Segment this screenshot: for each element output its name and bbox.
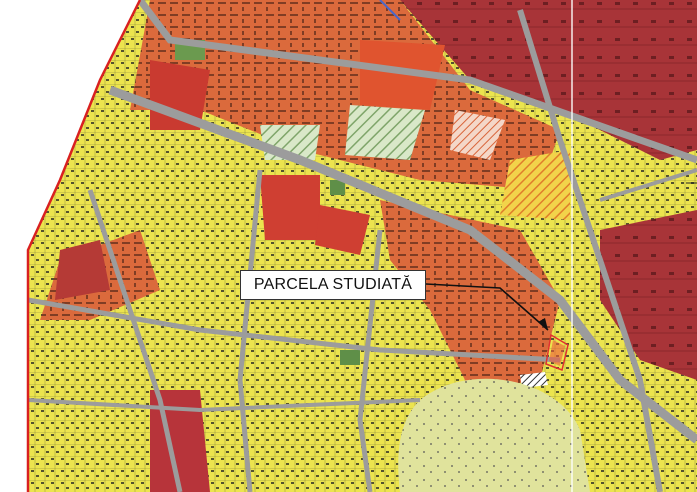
central-zone-north — [400, 0, 697, 160]
road-network — [28, 0, 697, 492]
north-road — [137, 0, 697, 164]
public-zone-a — [360, 40, 445, 110]
hatched-zone-b — [450, 110, 505, 160]
hatched-zone-a — [345, 105, 425, 160]
studied-parcel-fill — [549, 340, 565, 366]
central-block-c — [315, 205, 370, 255]
hatched-zone-c — [500, 150, 570, 220]
residential-collective-zone-east — [380, 200, 560, 390]
cross-road-f — [28, 398, 421, 413]
central-block-d — [55, 240, 110, 300]
parcel-annotation-text: PARCELA STUDIATĂ — [253, 276, 413, 293]
cross-road-e — [517, 9, 663, 492]
blue-line — [379, 0, 401, 21]
green-space-c — [340, 350, 360, 365]
park-zone — [398, 378, 590, 492]
cross-road-a — [28, 297, 561, 363]
studied-parcel-outline — [545, 333, 569, 372]
hatched-zone-e — [520, 372, 548, 388]
parcel-annotation-label: PARCELA STUDIATĂ — [240, 270, 426, 300]
green-space-b — [330, 180, 345, 195]
central-block-b — [260, 175, 320, 240]
leader-line — [425, 283, 549, 331]
city-boundary-west — [26, 0, 142, 492]
cross-road-b — [87, 189, 183, 492]
leader-arrowhead — [538, 318, 548, 330]
cross-road-g — [599, 168, 697, 202]
central-zone-east — [600, 210, 697, 380]
cross-road-c — [237, 169, 263, 492]
main-road — [108, 85, 697, 444]
